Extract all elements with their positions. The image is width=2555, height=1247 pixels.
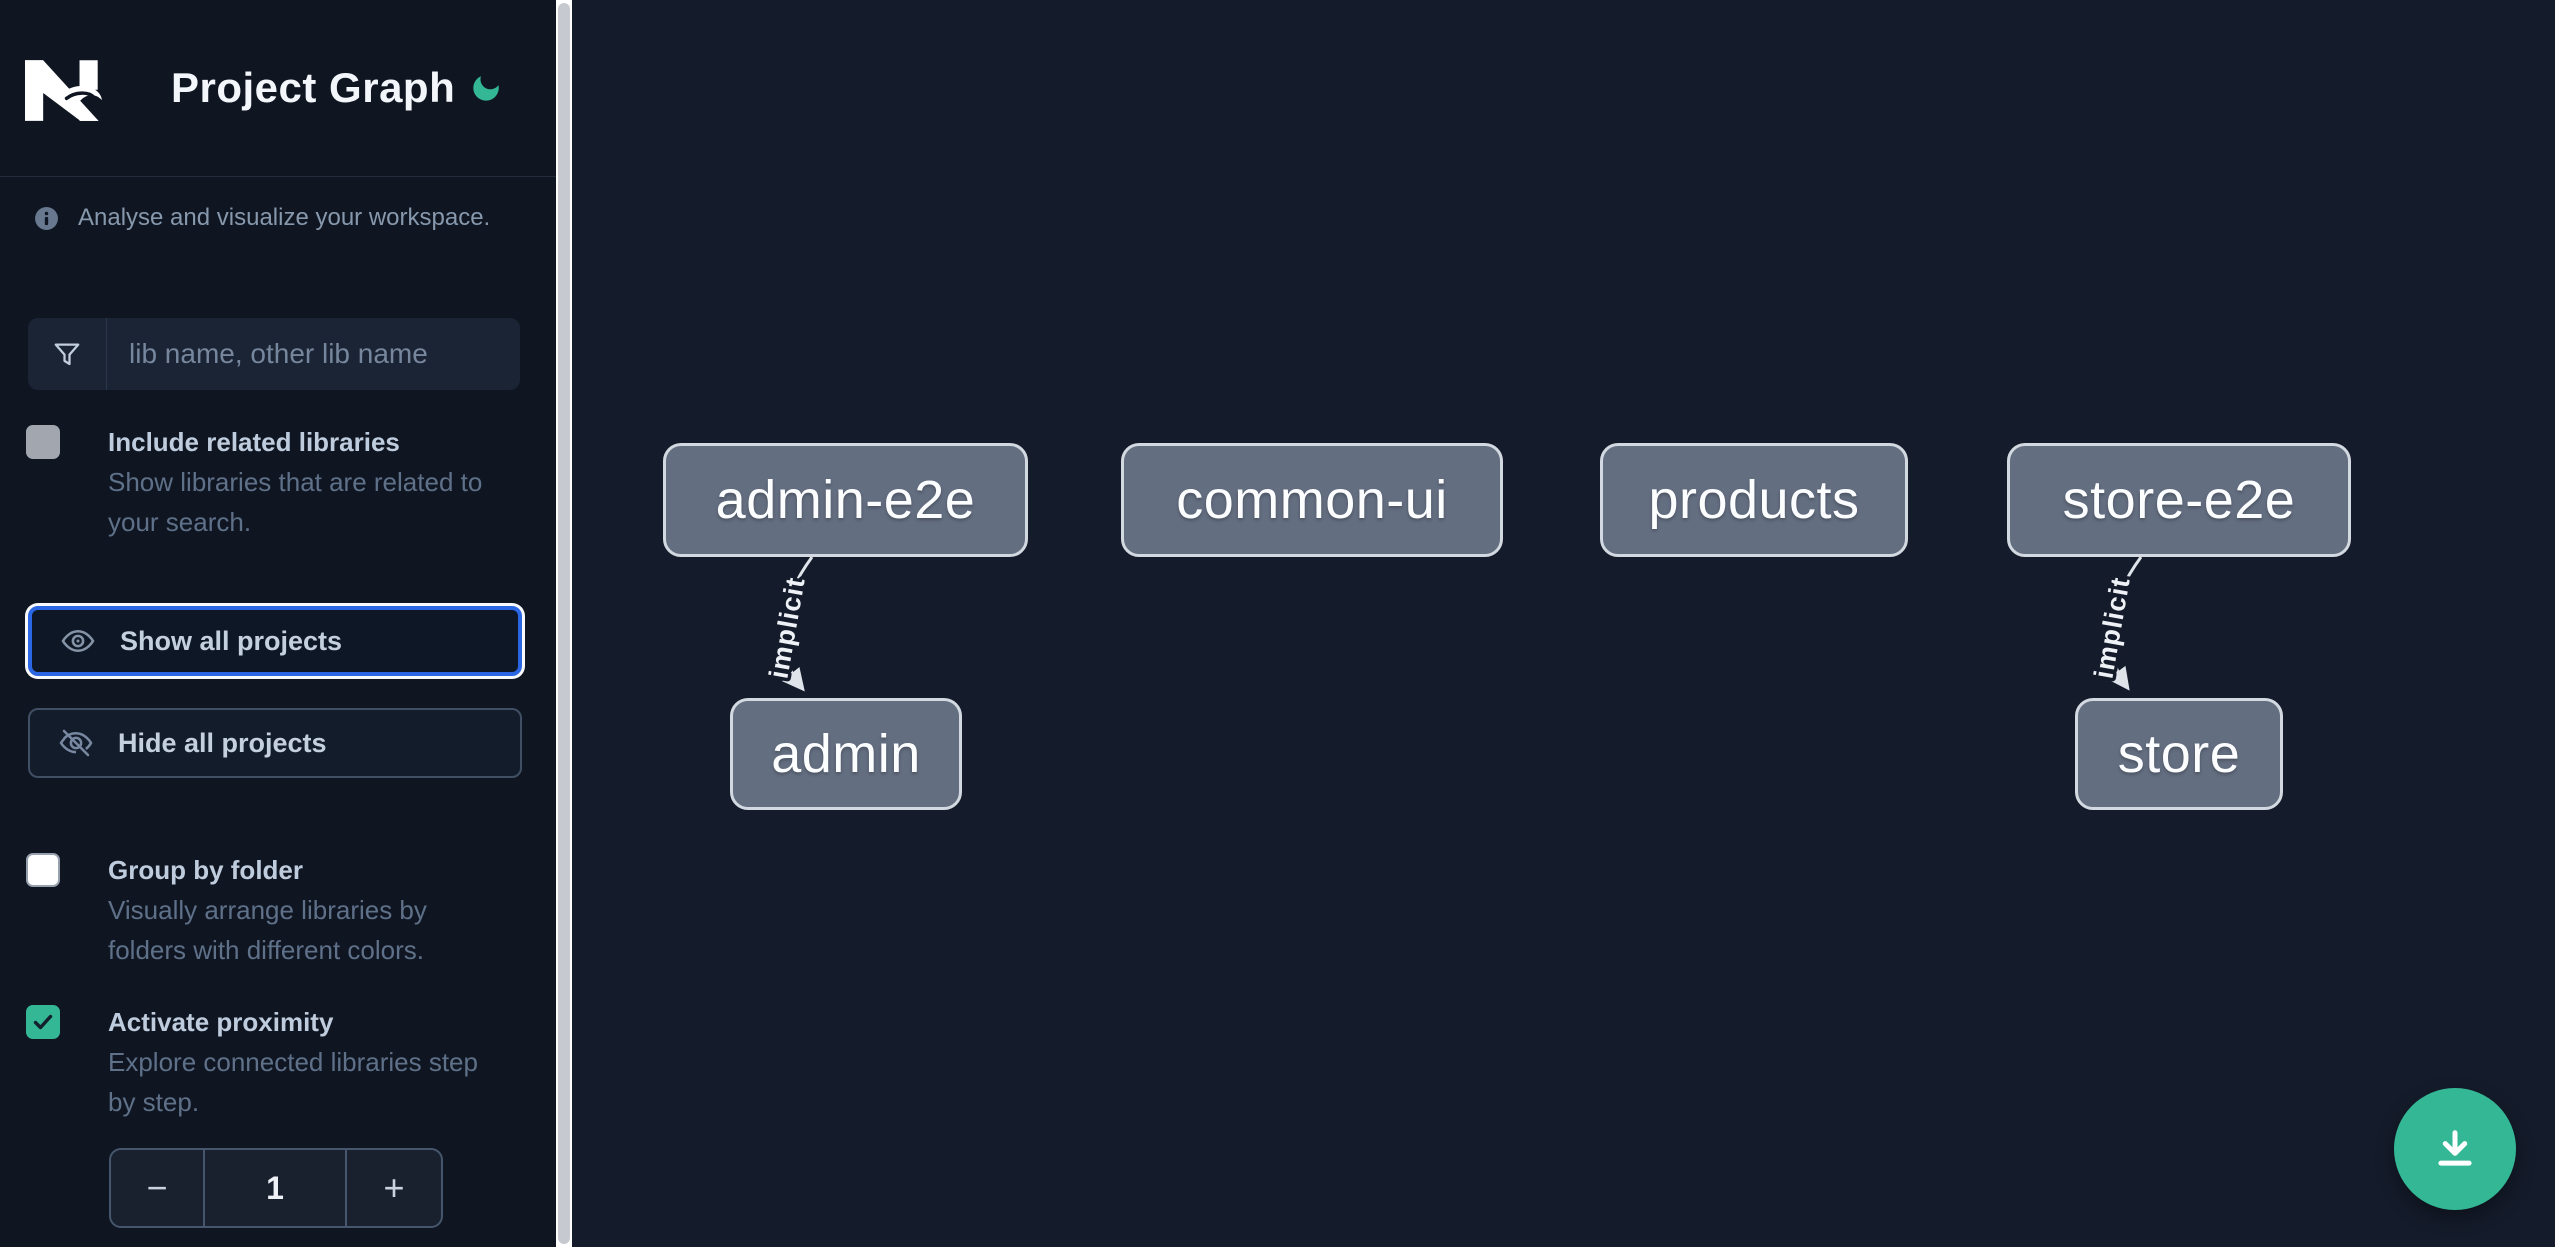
option-label: Group by folder [108, 855, 303, 885]
search-input[interactable] [107, 318, 520, 390]
increment-button[interactable]: + [345, 1150, 441, 1226]
node-store-e2e[interactable]: store-e2e [2007, 443, 2351, 557]
node-admin[interactable]: admin [730, 698, 962, 810]
hide-all-projects-label: Hide all projects [118, 727, 327, 758]
option-description: Show libraries that are related to your … [108, 467, 483, 537]
graph-canvas[interactable]: implicit implicit admin-e2e common-ui pr… [572, 0, 2555, 1247]
include-related-checkbox[interactable] [26, 425, 60, 459]
funnel-icon [28, 318, 107, 390]
page-title: Project Graph [171, 64, 456, 111]
option-include-related-libraries[interactable]: Include related libraries Show libraries… [26, 422, 504, 542]
show-all-projects-label: Show all projects [120, 625, 343, 656]
eye-icon [61, 629, 95, 653]
edge-label-implicit: implicit [763, 575, 810, 681]
sidebar-scrollbar[interactable] [556, 0, 572, 1247]
download-icon [2438, 1130, 2472, 1166]
info-icon [35, 206, 58, 230]
theme-toggle-button[interactable] [458, 60, 514, 116]
node-common-ui[interactable]: common-ui [1121, 443, 1503, 557]
edge-label-implicit: implicit [2088, 575, 2135, 681]
nx-logo [25, 60, 103, 121]
eye-off-icon [59, 729, 93, 757]
option-group-by-folder[interactable]: Group by folder Visually arrange librari… [26, 850, 504, 970]
option-label: Include related libraries [108, 427, 400, 457]
edge-store-e2e-store [2107, 556, 2143, 691]
workspace-tagline: Analyse and visualize your workspace. [78, 204, 491, 231]
search-filter [28, 318, 520, 390]
download-image-button[interactable] [2394, 1088, 2516, 1210]
check-icon [33, 1014, 53, 1030]
proximity-depth-stepper: − 1 + [109, 1148, 443, 1228]
edge-admin-e2e-admin [780, 556, 814, 692]
show-all-projects-button[interactable]: Show all projects [28, 606, 522, 676]
decrement-button[interactable]: − [111, 1150, 205, 1226]
proximity-depth-value: 1 [266, 1169, 284, 1206]
graph-edges: implicit implicit [760, 556, 2143, 692]
moon-icon [473, 76, 499, 101]
option-description: Visually arrange libraries by folders wi… [108, 895, 427, 965]
option-description: Explore connected libraries step by step… [108, 1047, 478, 1117]
workspace-tagline-row: Analyse and visualize your workspace. [34, 204, 534, 232]
sidebar-scrollbar-thumb[interactable] [558, 3, 570, 1244]
sidebar: Project Graph Analyse and visualize your… [0, 0, 556, 1247]
node-store[interactable]: store [2075, 698, 2283, 810]
option-label: Activate proximity [108, 1007, 334, 1037]
activate-proximity-checkbox[interactable] [26, 1005, 60, 1039]
option-activate-proximity[interactable]: Activate proximity Explore connected lib… [26, 1002, 504, 1122]
sidebar-header: Project Graph [0, 0, 556, 177]
group-by-folder-checkbox[interactable] [26, 853, 60, 887]
node-admin-e2e[interactable]: admin-e2e [663, 443, 1028, 557]
node-products[interactable]: products [1600, 443, 1908, 557]
hide-all-projects-button[interactable]: Hide all projects [28, 708, 522, 778]
